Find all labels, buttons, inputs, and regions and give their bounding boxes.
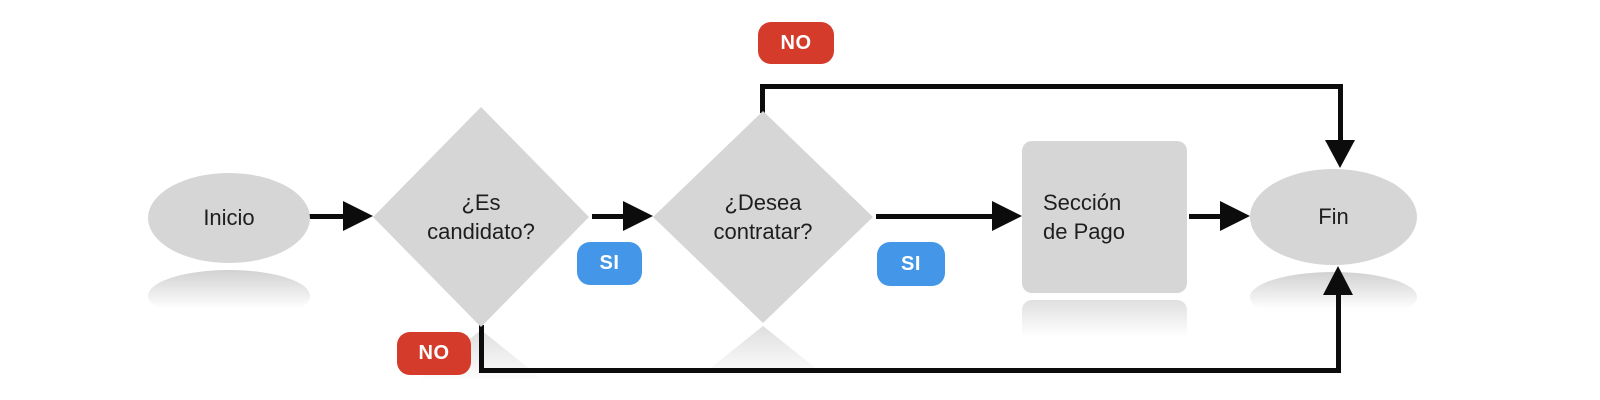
end-node-label: Fin bbox=[1318, 204, 1349, 230]
connector-payment-to-end bbox=[1189, 214, 1222, 219]
arrowhead-right-icon bbox=[992, 201, 1022, 231]
no-badge-bottom-label: NO bbox=[418, 342, 450, 364]
connector-candidate-to-contract bbox=[592, 214, 625, 219]
connector-contract-no-across bbox=[760, 84, 1343, 89]
payment-section-reflection bbox=[1022, 300, 1187, 346]
decision-contract-label-line2: contratar? bbox=[713, 219, 813, 244]
yes-badge-after-candidate: SI bbox=[577, 242, 642, 285]
decision-contract-node: ¿Desea contratar? bbox=[653, 111, 873, 323]
arrowhead-right-icon bbox=[1220, 201, 1250, 231]
connector-contract-to-payment bbox=[876, 214, 994, 219]
decision-contract-reflection bbox=[688, 326, 838, 386]
connector-candidate-no-up bbox=[1336, 295, 1341, 373]
decision-contract-label-line1: ¿Desea bbox=[724, 189, 802, 215]
payment-section-label-line1: Sección bbox=[1043, 189, 1122, 215]
arrowhead-up-icon bbox=[1323, 266, 1353, 295]
connector-contract-no-up bbox=[760, 84, 765, 113]
no-badge-top-label: NO bbox=[780, 31, 812, 54]
connector-candidate-no-down bbox=[479, 325, 484, 370]
end-node: Fin bbox=[1250, 169, 1417, 265]
connector-candidate-no-across bbox=[479, 368, 1341, 373]
start-node-reflection bbox=[148, 270, 310, 322]
start-node: Inicio bbox=[148, 173, 310, 263]
yes-badge-after-contract: SI bbox=[877, 242, 945, 286]
decision-candidate-label-line1: ¿Es bbox=[461, 189, 501, 215]
arrowhead-right-icon bbox=[343, 201, 373, 231]
start-node-label: Inicio bbox=[203, 205, 255, 231]
connector-contract-no-down bbox=[1338, 84, 1343, 141]
yes-badge-label: SI bbox=[901, 252, 921, 275]
yes-badge-label: SI bbox=[599, 252, 620, 274]
decision-candidate-node: ¿Es candidato? bbox=[373, 107, 589, 327]
arrowhead-right-icon bbox=[623, 201, 653, 231]
connector-start-to-candidate bbox=[308, 214, 346, 219]
no-badge-bottom: NO bbox=[397, 332, 471, 375]
arrowhead-down-icon bbox=[1325, 140, 1355, 168]
decision-candidate-label-line2: candidato? bbox=[427, 219, 535, 244]
payment-section-node: Sección de Pago bbox=[1022, 141, 1187, 293]
payment-section-label-line2: de Pago bbox=[1043, 219, 1125, 244]
no-badge-top: NO bbox=[758, 22, 834, 64]
